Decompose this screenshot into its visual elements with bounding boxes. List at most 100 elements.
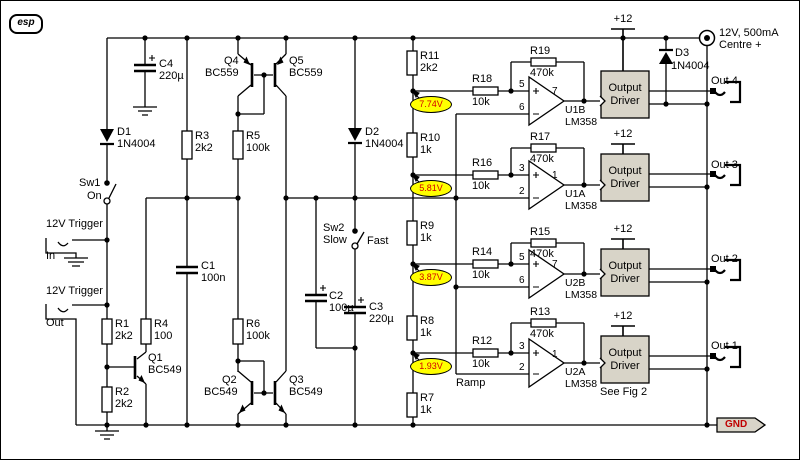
supply-connector-line2: Centre + <box>719 39 762 51</box>
r3-ref: R3 <box>195 130 210 142</box>
r16-value: 10k <box>472 180 490 192</box>
see-fig2-note: See Fig 2 <box>600 386 648 398</box>
cap-c4 <box>134 63 156 73</box>
r8-value: 1k <box>420 327 432 339</box>
q2-part: BC549 <box>204 386 238 398</box>
cap-c3 <box>344 305 366 315</box>
resistor-r4 <box>140 318 152 345</box>
r11-value: 2k2 <box>420 62 438 74</box>
r13-ref: R13 <box>530 306 551 318</box>
node-rows <box>413 90 529 354</box>
sw1-state: On <box>87 190 102 202</box>
resistor-r5 <box>232 130 244 160</box>
r10-value: 1k <box>420 144 432 156</box>
opamp-u2a <box>528 337 566 389</box>
opamp-u2b <box>528 248 566 300</box>
pad-out2 <box>710 266 716 272</box>
d2-ref: D2 <box>365 126 380 138</box>
diode-bars <box>100 48 673 146</box>
r14-value: 10k <box>472 269 490 281</box>
trigger-in-port: In <box>46 250 56 262</box>
u2a-part: LM358 <box>565 378 598 390</box>
output-driver-4: Output Driver <box>608 81 642 107</box>
gnd-symbol-main <box>95 430 119 440</box>
r14-ref: R14 <box>472 246 493 258</box>
pad-out3 <box>710 171 716 177</box>
resistor-r7 <box>406 392 418 418</box>
test-point-3v87: 3.87V <box>410 269 452 286</box>
c1-ref: C1 <box>201 260 216 272</box>
c2-ref: C2 <box>329 290 344 302</box>
driver-box-4 <box>600 70 650 119</box>
u2a-pin-out: 1 <box>552 349 558 360</box>
trigger-out-jack <box>45 304 107 425</box>
r12-ref: R12 <box>472 335 493 347</box>
plus12-label-4: +12 <box>613 13 633 25</box>
q5-arrow <box>277 56 284 65</box>
driver-box-1 <box>600 335 650 384</box>
r6-ref: R6 <box>246 318 261 330</box>
r5-ref: R5 <box>246 130 261 142</box>
r17-value: 470k <box>530 153 554 165</box>
resistor-r8 <box>406 315 418 341</box>
d3-part: 1N4004 <box>671 60 710 72</box>
u1a-pin-out: 1 <box>552 170 558 181</box>
r17-ref: R17 <box>530 131 551 143</box>
sw2-open-contact <box>351 242 359 250</box>
r19-ref: R19 <box>530 45 551 57</box>
u1a-pin-minus: 2 <box>519 186 525 197</box>
resistor-r3 <box>181 130 193 160</box>
q2-ref: Q2 <box>222 374 237 386</box>
u2a-pin-plus: 3 <box>519 341 525 352</box>
q3-ref: Q3 <box>289 374 304 386</box>
r11-ref: R11 <box>420 50 440 62</box>
resistor-r18 <box>472 86 499 96</box>
r1-ref: R1 <box>115 318 130 330</box>
out2-label: Out 2 <box>711 253 738 265</box>
u1b-ref: U1B <box>565 104 586 116</box>
opamp-u1a <box>528 159 566 211</box>
c3-value: 220µ <box>369 313 394 325</box>
r1-value: 2k2 <box>115 330 133 342</box>
u1a-pin-plus: 3 <box>519 163 525 174</box>
driver-chevrons <box>599 95 606 369</box>
resistor-r11 <box>406 50 418 76</box>
u1a-ref: U1A <box>565 188 586 200</box>
d3-ref: D3 <box>675 47 690 59</box>
diode-d3 <box>659 52 673 64</box>
r10-ref: R10 <box>420 132 441 144</box>
plus12-label-2: +12 <box>613 223 633 235</box>
r4-value: 100 <box>154 330 173 342</box>
c3-ref: C3 <box>369 301 384 313</box>
driver-box-3 <box>600 153 650 202</box>
trigger-in-jack <box>45 238 107 258</box>
sw2-lever <box>356 231 365 245</box>
resistor-r13 <box>530 318 557 328</box>
sw2-name: Sw2 <box>323 222 345 234</box>
test-point-arrows <box>411 90 421 362</box>
q2-arrow <box>239 404 246 413</box>
u1b-part: LM358 <box>565 116 598 128</box>
resistor-r16 <box>472 170 499 180</box>
c1-value: 100n <box>201 272 226 284</box>
q4-arrow <box>243 56 250 65</box>
plus-c4 <box>149 55 155 61</box>
gnd-tag-shape <box>716 417 767 433</box>
esp-logo: esp <box>9 14 43 34</box>
mirror-base-ties <box>238 74 273 394</box>
r4-q1-column <box>107 198 147 425</box>
cap-c1 <box>176 265 198 275</box>
resistor-r2 <box>101 386 113 413</box>
u1b-pin-out: 7 <box>552 86 558 97</box>
gnd-symbol-c4 <box>133 106 157 116</box>
gnd-tag: GND <box>725 419 748 430</box>
pad-out4 <box>710 88 716 94</box>
r4-ref: R4 <box>154 318 169 330</box>
ramp-label: Ramp <box>456 377 486 389</box>
output-driver-1: Output Driver <box>608 346 642 372</box>
resistor-r10 <box>406 132 418 158</box>
test-point-1v93: 1.93V <box>410 358 452 375</box>
ramp-bus <box>455 113 529 375</box>
q5-q3-column <box>275 38 287 425</box>
opamp-outputs <box>564 100 601 364</box>
